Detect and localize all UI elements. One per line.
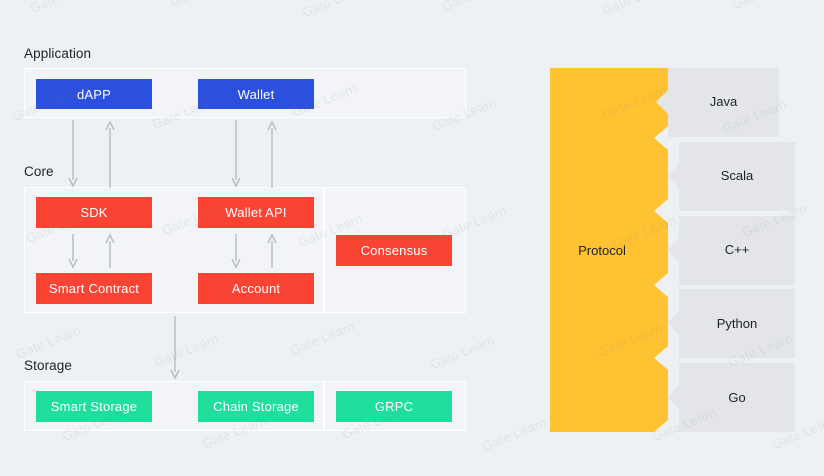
- watermark: Gate Learn: [600, 0, 669, 18]
- watermark: Gate Learn: [14, 322, 83, 362]
- arrow-wallet-api-to-account-down: [229, 234, 243, 269]
- protocol-column[interactable]: [550, 68, 668, 432]
- arrow-smart-contract-to-sdk-up: [103, 233, 117, 268]
- node-label: Chain Storage: [213, 399, 299, 414]
- layer-label-core: Core: [24, 164, 54, 179]
- lang-label-scala: Scala: [720, 168, 754, 183]
- node-sdk[interactable]: SDK: [36, 197, 152, 228]
- protocol-label: Protocol: [578, 243, 626, 258]
- node-label: Wallet: [237, 86, 275, 102]
- layer-label-application: Application: [24, 46, 92, 61]
- node-label: Consensus: [360, 243, 428, 258]
- layer-label-storage: Storage: [24, 358, 72, 373]
- node-label: Smart Contract: [48, 281, 140, 296]
- node-account[interactable]: Account: [198, 273, 314, 304]
- arrow-account-to-wallet-api-up: [265, 233, 279, 268]
- lang-tab-python[interactable]: [667, 289, 795, 358]
- watermark: Gate Learn: [730, 0, 799, 12]
- node-label: Smart Storage: [50, 399, 138, 414]
- node-smart-contract[interactable]: Smart Contract: [36, 273, 152, 304]
- lang-tab-java[interactable]: [656, 68, 779, 137]
- node-label: GRPC: [374, 399, 414, 414]
- node-chain-storage[interactable]: Chain Storage: [198, 391, 314, 422]
- watermark: Gate Learn: [480, 414, 549, 454]
- node-dapp[interactable]: dAPP: [36, 79, 152, 109]
- node-label: dAPP: [76, 86, 112, 102]
- watermark: Gate Learn: [300, 0, 369, 20]
- watermark: Gate Learn: [428, 332, 497, 372]
- arrow-wallet-to-walletapi-down: [229, 120, 243, 188]
- arrow-sdk-to-smart-contract-down: [66, 234, 80, 269]
- watermark: Gate Learn: [152, 330, 221, 370]
- arrow-dapp-to-sdk-down: [66, 120, 80, 188]
- node-grpc[interactable]: GRPC: [336, 391, 452, 422]
- arrow-walletapi-to-wallet-up: [265, 120, 279, 188]
- lang-tab-scala[interactable]: [667, 142, 795, 211]
- node-smart-storage[interactable]: Smart Storage: [36, 391, 152, 422]
- watermark: Gate Learn: [168, 0, 237, 10]
- node-wallet-api[interactable]: Wallet API: [198, 197, 314, 228]
- node-label: SDK: [80, 205, 108, 220]
- watermark: Gate Learn: [440, 0, 509, 14]
- watermark: Gate Learn: [288, 318, 357, 358]
- arrow-core-to-storage-down: [168, 316, 182, 380]
- node-consensus[interactable]: Consensus: [336, 235, 452, 266]
- watermark: Gate Learn: [28, 0, 97, 16]
- node-label: Wallet API: [225, 205, 287, 220]
- lang-tab-cpp[interactable]: [667, 216, 795, 285]
- lang-label-python: Python: [716, 316, 758, 331]
- lang-label-java: Java: [709, 94, 738, 109]
- node-label: Account: [231, 281, 281, 296]
- node-wallet[interactable]: Wallet: [198, 79, 314, 109]
- arrow-sdk-to-dapp-up: [103, 120, 117, 188]
- lang-tab-go[interactable]: [667, 363, 795, 432]
- lang-label-go: Go: [728, 390, 746, 405]
- lang-label-cpp: C++: [724, 242, 750, 257]
